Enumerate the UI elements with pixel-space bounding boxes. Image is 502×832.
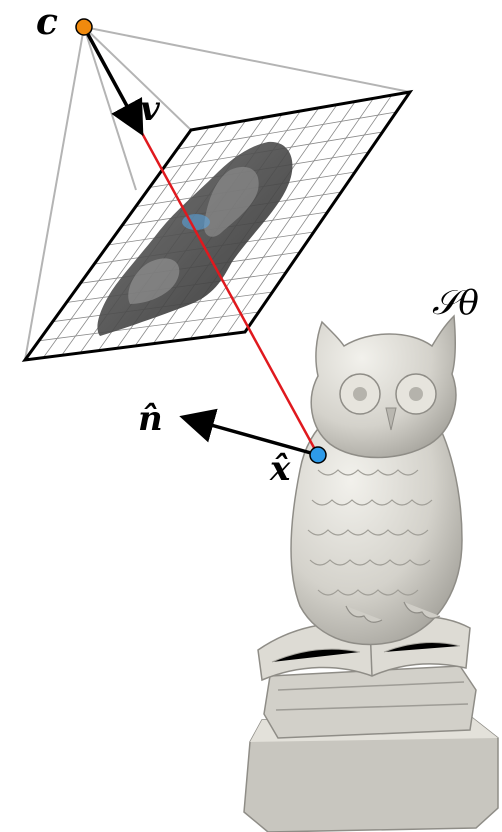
camera-center-marker	[76, 19, 92, 35]
surface-point-marker	[310, 447, 326, 463]
camera-center-label: c	[36, 4, 58, 40]
surface-label: 𝒮θ	[432, 286, 479, 320]
image-plane	[25, 92, 410, 360]
normal-label: n̂	[138, 402, 163, 436]
normal-arrow	[186, 418, 318, 455]
surface-point-label: x̂	[270, 452, 290, 486]
view-direction-label: v	[140, 92, 160, 126]
owl-statue	[244, 316, 498, 832]
